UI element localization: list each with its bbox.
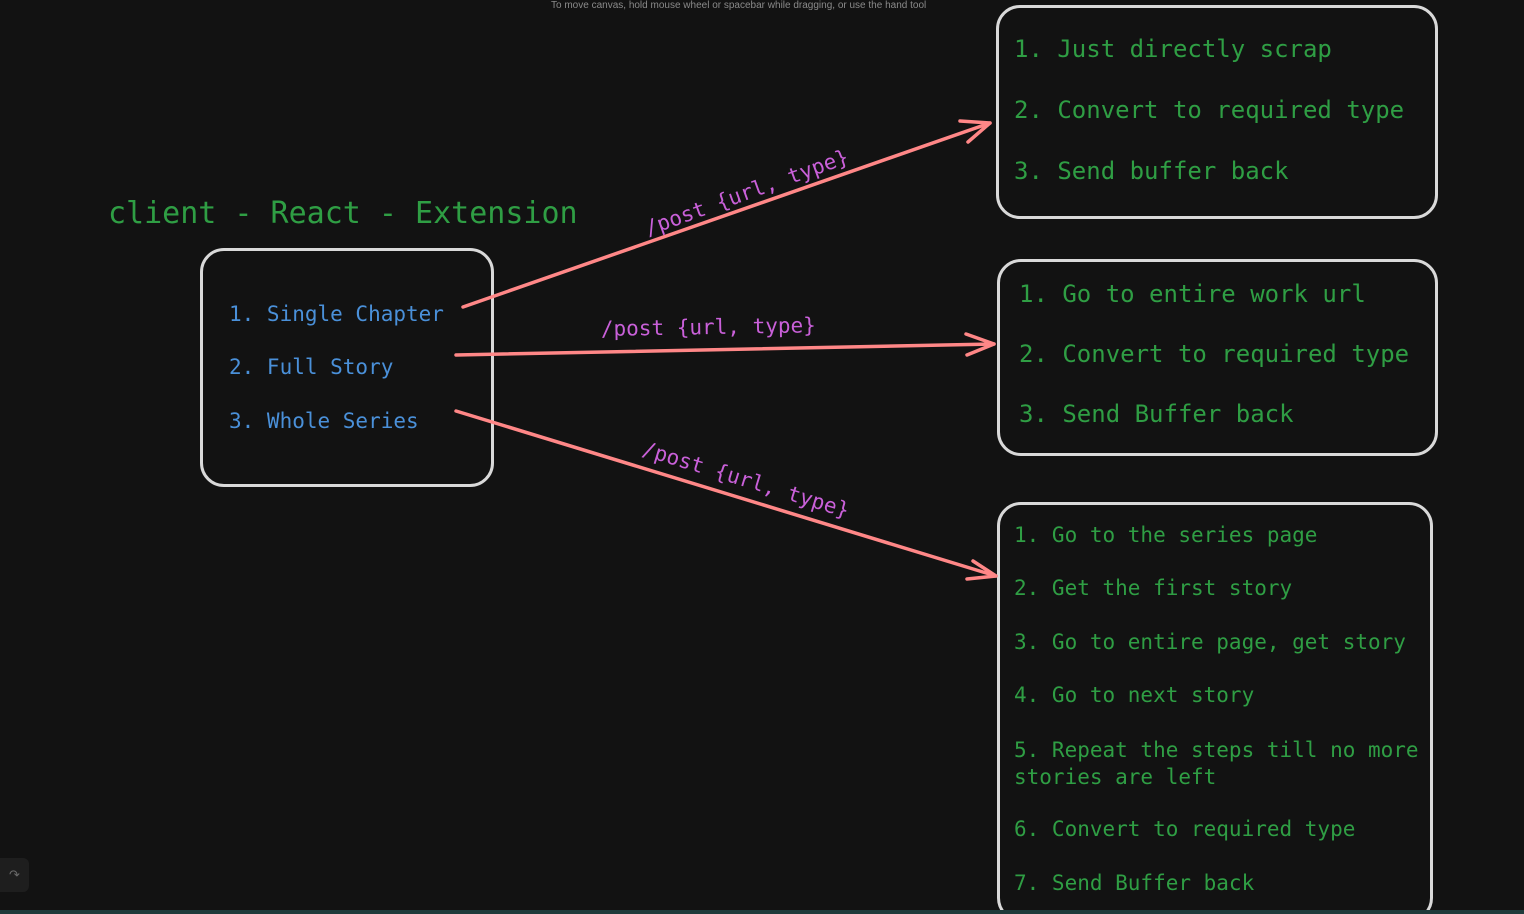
- story-steps-box[interactable]: [997, 259, 1438, 456]
- series-step-1: 1. Go to the series page: [1014, 523, 1318, 547]
- arrow-single-chapter[interactable]: [461, 119, 992, 309]
- chapter-step-2: 2. Convert to required type: [1014, 96, 1405, 124]
- series-step-7: 7. Send Buffer back: [1014, 871, 1255, 895]
- client-item-whole-series: 3. Whole Series: [229, 409, 419, 433]
- edge-label-full-story: /post {url, type}: [601, 313, 816, 341]
- client-item-single-chapter: 1. Single Chapter: [229, 302, 444, 326]
- arrow-full-story[interactable]: [454, 332, 996, 357]
- arrow-whole-series[interactable]: [454, 409, 998, 581]
- chapter-step-3: 3. Send buffer back: [1014, 157, 1289, 185]
- series-step-4: 4. Go to next story: [1014, 683, 1255, 707]
- redo-arrow-icon: ↷: [9, 867, 20, 883]
- canvas-hint: To move canvas, hold mouse wheel or spac…: [551, 0, 927, 11]
- series-step-2: 2. Get the first story: [1014, 576, 1293, 600]
- story-step-2: 2. Convert to required type: [1019, 340, 1410, 368]
- series-steps-box[interactable]: [997, 502, 1433, 914]
- series-step-3: 3. Go to entire page, get story: [1014, 630, 1406, 654]
- story-step-3: 3. Send Buffer back: [1019, 400, 1294, 428]
- series-step-6: 6. Convert to required type: [1014, 817, 1356, 841]
- diagram-title: client - React - Extension: [108, 196, 578, 231]
- story-step-1: 1. Go to entire work url: [1019, 280, 1366, 308]
- chapter-steps-box[interactable]: [996, 5, 1438, 219]
- series-step-5: 5. Repeat the steps till no more stories…: [1014, 738, 1419, 789]
- redo-button[interactable]: ↷: [0, 858, 29, 892]
- client-item-full-story: 2. Full Story: [229, 355, 394, 379]
- client-box[interactable]: [200, 248, 494, 487]
- chapter-step-1: 1. Just directly scrap: [1014, 35, 1332, 63]
- edge-label-whole-series: /post {url, type}: [640, 437, 853, 523]
- edge-label-single-chapter: /post {url, type}: [642, 145, 852, 241]
- bottom-bar: [0, 910, 1524, 914]
